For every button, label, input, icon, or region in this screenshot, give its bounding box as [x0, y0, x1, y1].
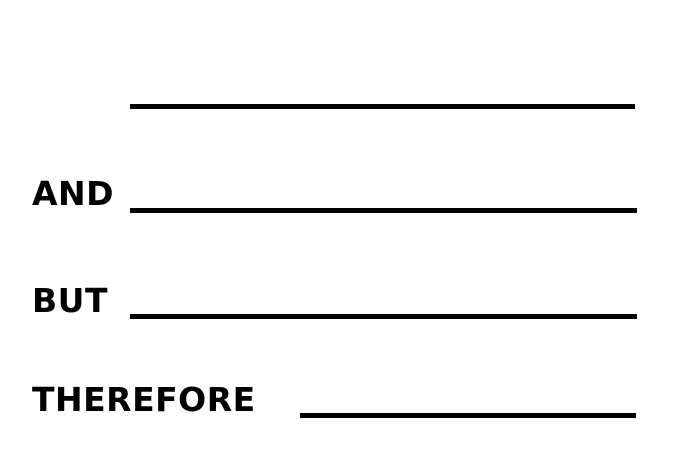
- therefore-label: THEREFORE: [32, 380, 256, 419]
- blank-line-and: [130, 208, 637, 213]
- blank-line-but: [130, 314, 637, 319]
- blank-line-therefore: [300, 413, 636, 418]
- but-label: BUT: [32, 281, 108, 320]
- and-label: AND: [32, 174, 115, 213]
- blank-line-first: [130, 104, 635, 109]
